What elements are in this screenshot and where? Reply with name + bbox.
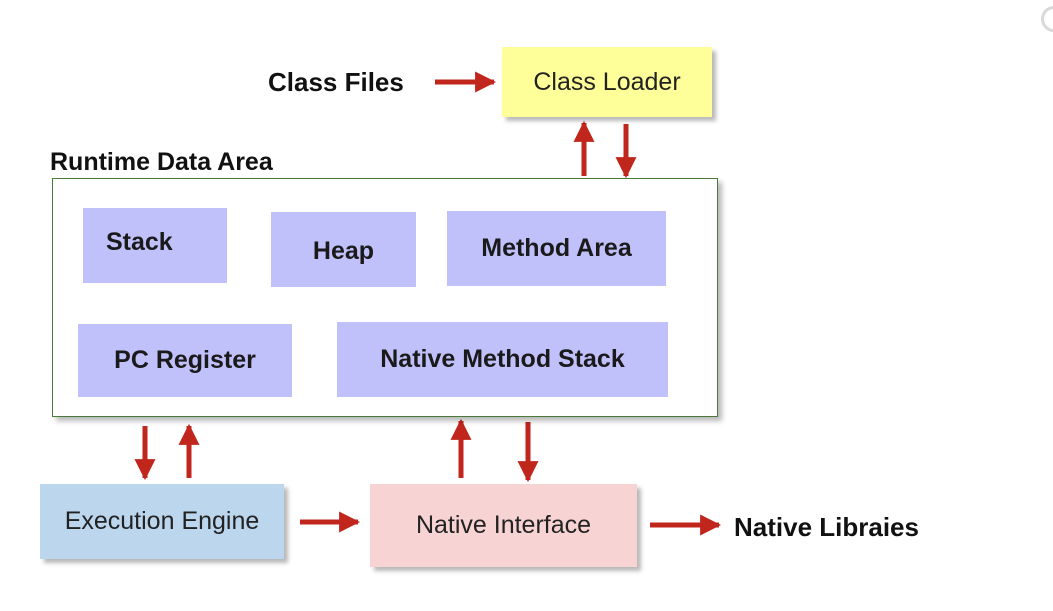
native-interface-box: Native Interface <box>370 484 637 567</box>
native-libraries-label: Native Libraies <box>734 512 919 542</box>
class-files-label: Class Files <box>268 67 404 97</box>
native-method-stack-area: Native Method Stack <box>337 322 668 397</box>
method-area: Method Area <box>447 211 666 286</box>
pc-register-area: PC Register <box>78 324 292 397</box>
heap-area: Heap <box>271 212 416 287</box>
corner-ring-mark <box>1041 6 1053 32</box>
class-loader-box: Class Loader <box>502 47 712 117</box>
stack-area: Stack <box>83 208 227 283</box>
runtime-data-area-title: Runtime Data Area <box>50 148 273 176</box>
execution-engine-box: Execution Engine <box>40 484 284 559</box>
